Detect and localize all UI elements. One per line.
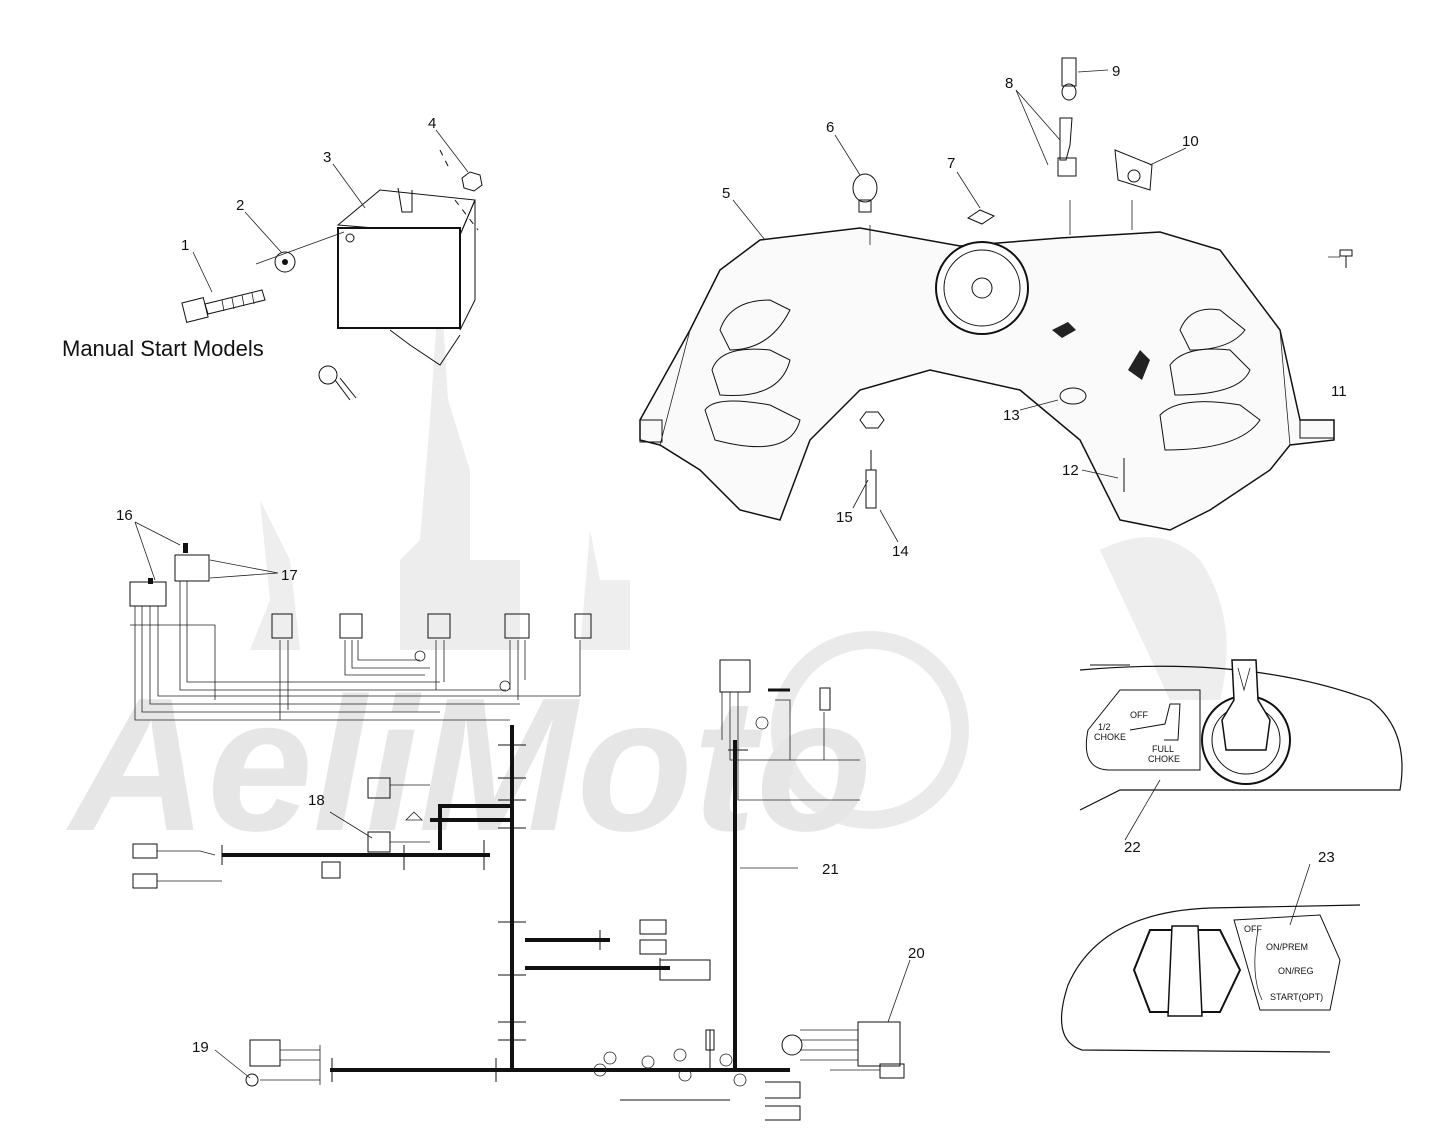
toggle-switch	[1057, 117, 1077, 177]
key-on-prem-label: ON/PREM	[1266, 942, 1308, 952]
callout-16: 16	[116, 507, 133, 524]
callout-20: 20	[908, 945, 925, 962]
callout-21: 21	[822, 861, 839, 878]
callout-7: 7	[947, 155, 955, 172]
key-start-label: START(OPT)	[1270, 992, 1323, 1002]
mount-bracket	[1114, 149, 1153, 191]
callout-10: 10	[1182, 133, 1199, 150]
key-on-reg-label: ON/REG	[1278, 966, 1314, 976]
callout-15: 15	[836, 509, 853, 526]
callout-11: 11	[1331, 383, 1347, 400]
choke-decal	[1085, 689, 1201, 771]
key-switch-detail: OFF ON/PREM ON/REG START(OPT) 23	[1061, 849, 1361, 1053]
key-switch-knob	[1132, 925, 1242, 1017]
screw	[1339, 249, 1353, 268]
nut-15	[859, 411, 885, 429]
ground-terminal	[318, 365, 357, 401]
callout-14: 14	[892, 543, 909, 560]
bulb	[865, 450, 877, 509]
wiring-harness: 16 17 18 19 20 21	[116, 507, 925, 1121]
choke-off-label: OFF	[1130, 710, 1148, 720]
callout-2: 2	[236, 197, 244, 214]
callout-19: 19	[192, 1039, 209, 1056]
bolt	[181, 289, 266, 323]
callout-8: 8	[1005, 75, 1013, 92]
callout-9: 9	[1112, 63, 1120, 80]
callout-17: 17	[281, 567, 298, 584]
console-assembly: 6 5 7 8 9 10 11 12 13 14 15	[639, 57, 1353, 560]
decal	[966, 209, 996, 225]
washer	[274, 251, 296, 273]
module-box	[336, 187, 476, 366]
nut	[461, 171, 483, 192]
callout-23: 23	[1318, 849, 1335, 866]
key-switch-decal	[1233, 914, 1341, 1011]
watermark-text: AeliMoto	[66, 659, 872, 871]
key-off-label: OFF	[1244, 924, 1262, 934]
callout-18: 18	[308, 792, 325, 809]
ignition-key-knob	[1201, 659, 1291, 785]
indicator-lamp	[852, 173, 878, 213]
callout-3: 3	[323, 149, 331, 166]
manual-start-caption: Manual Start Models	[62, 336, 264, 361]
cdi-module-assembly: 1 2 3 4 Manual Start Models	[62, 115, 483, 401]
callout-1: 1	[181, 237, 189, 254]
callout-22: 22	[1124, 839, 1141, 856]
callout-13: 13	[1003, 407, 1020, 424]
callout-6: 6	[826, 119, 834, 136]
grommet	[1059, 387, 1087, 405]
callout-5: 5	[722, 185, 730, 202]
switch-cap	[1061, 57, 1077, 101]
callout-12: 12	[1062, 462, 1079, 479]
callout-4: 4	[428, 115, 436, 132]
gauge-pod	[935, 241, 1029, 335]
